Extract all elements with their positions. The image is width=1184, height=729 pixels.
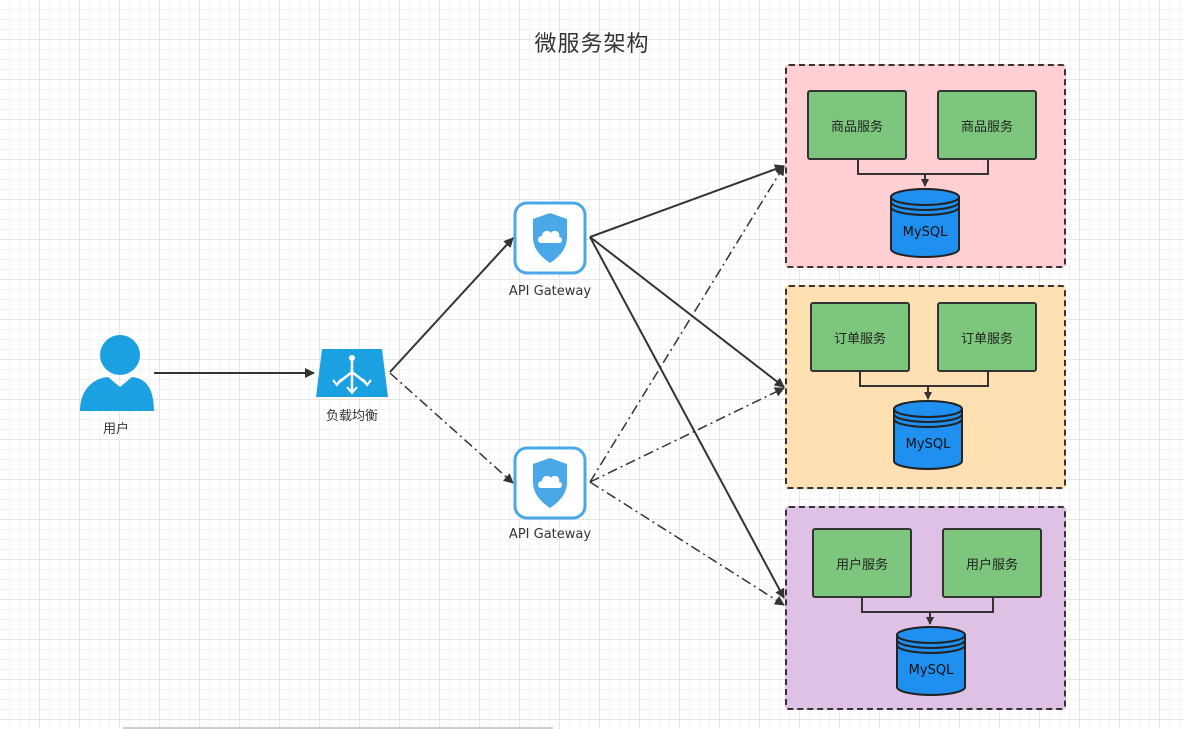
load-balancer-label: 负载均衡 (325, 409, 378, 424)
api-gateway-2-label: API Gateway (508, 527, 592, 542)
user-mysql-db[interactable]: MySQL (895, 625, 967, 697)
user-service-2[interactable]: 用户服务 (942, 528, 1042, 598)
order-mysql-db[interactable]: MySQL (892, 399, 964, 471)
api-gateway-shield-cloud-icon (513, 446, 587, 520)
edge-gateway1-to-user[interactable] (589, 236, 785, 599)
edge-lb-to-gateway-2[interactable] (389, 372, 514, 484)
api-gateway-2-node[interactable] (513, 446, 587, 520)
order-service-2[interactable]: 订单服务 (937, 302, 1037, 372)
product-mysql-db[interactable]: MySQL (889, 187, 961, 259)
database-cylinder-icon (893, 400, 963, 470)
product-service-1[interactable]: 商品服务 (807, 90, 907, 160)
api-gateway-1-node[interactable] (513, 201, 587, 275)
product-service-2[interactable]: 商品服务 (937, 90, 1037, 160)
connector-user-services-to-db (861, 598, 994, 613)
order-service-1[interactable]: 订单服务 (810, 302, 910, 372)
user-service-1[interactable]: 用户服务 (812, 528, 912, 598)
api-gateway-1-label: API Gateway (508, 284, 592, 299)
order-db-label: MySQL (905, 437, 951, 452)
diagram-title: 微服务架构 (534, 32, 650, 57)
edge-gateway1-to-product[interactable] (589, 164, 785, 238)
edge-lb-to-gateway-1[interactable] (389, 237, 514, 373)
canvas-scrollbar-track[interactable] (123, 727, 553, 729)
user-db-label: MySQL (908, 663, 954, 678)
edge-gateway2-to-product[interactable] (589, 165, 785, 483)
edge-gateway1-to-order[interactable] (589, 236, 785, 388)
user-icon (80, 335, 154, 411)
load-balancer-icon (316, 349, 388, 397)
user-node[interactable] (78, 334, 154, 414)
database-cylinder-icon (890, 188, 960, 258)
api-gateway-shield-cloud-icon (513, 201, 587, 275)
edge-gateway2-to-user[interactable] (589, 481, 785, 606)
database-cylinder-icon (896, 626, 966, 696)
product-db-label: MySQL (902, 225, 948, 240)
user-label: 用户 (102, 422, 129, 437)
load-balancer-node[interactable] (314, 347, 390, 399)
connector-product-services-to-db (857, 160, 989, 175)
connector-order-services-to-db (859, 372, 989, 387)
edge-gateway2-to-order[interactable] (589, 387, 785, 483)
